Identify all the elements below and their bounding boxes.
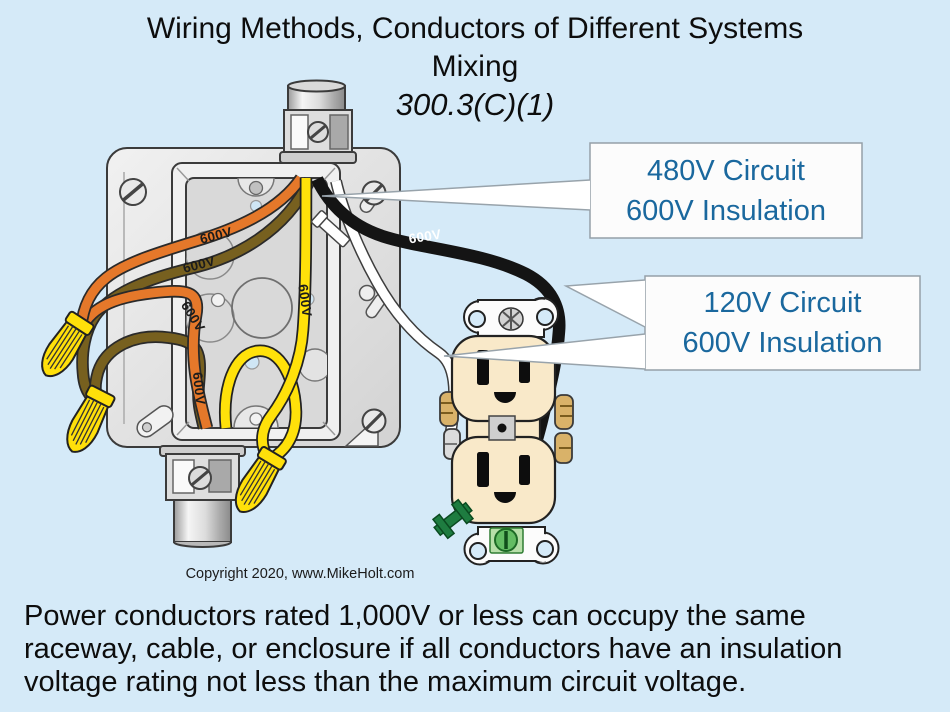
- neutral-slot: [477, 452, 489, 487]
- clamp-screw: [188, 466, 212, 490]
- mounting-screw: [498, 307, 524, 331]
- page-title-line2: Mixing: [431, 50, 519, 83]
- callout-120v-label: 120V Circuit 600V Insulation: [645, 276, 920, 370]
- callout-480v-pointer: [321, 179, 591, 211]
- brass-terminal: [554, 394, 574, 430]
- hot-slot: [519, 455, 530, 485]
- top-conduit-connector: [279, 79, 357, 164]
- center-screw-dot: [497, 423, 507, 433]
- copyright-notice: Copyright 2020, www.MikeHolt.com: [185, 566, 415, 582]
- caption-line1: Power conductors rated 1,000V or less ca…: [24, 600, 806, 632]
- strap-ear-hole: [536, 308, 554, 326]
- box-screw: [119, 178, 147, 206]
- caption-line3: voltage rating not less than the maximum…: [24, 666, 747, 698]
- callout-120v-line1: 120V Circuit: [703, 287, 862, 319]
- wire-nut-yellow-splice: [234, 446, 287, 513]
- ground-screw: [489, 527, 524, 554]
- code-reference: 300.3(C)(1): [395, 87, 555, 122]
- callout-480v-label: 480V Circuit 600V Insulation: [590, 143, 862, 238]
- callout-480v-box: [589, 142, 863, 239]
- strap-ear-hole: [468, 310, 486, 328]
- callout-120v-box: [644, 275, 921, 371]
- caption-line2: raceway, cable, or enclosure if all cond…: [24, 633, 843, 665]
- yellow-wire-loop: [219, 344, 303, 465]
- ground-clip: [431, 498, 475, 540]
- keyhole-slot: [358, 284, 376, 302]
- duplex-receptacle: [431, 297, 574, 566]
- box-screw: [361, 408, 387, 434]
- wire-nut-orange-splice: [41, 310, 95, 377]
- page-title-line1: Wiring Methods, Conductors of Different …: [146, 12, 804, 45]
- bottom-conduit-connector: [159, 445, 246, 548]
- wire-nut-brown-splice: [66, 384, 116, 453]
- yellow-wire: [256, 177, 313, 462]
- strap-ear-hole: [469, 542, 487, 560]
- orange-wire-top: [74, 174, 307, 329]
- cable-clamp: [310, 210, 351, 248]
- callout-120v-line2: 600V Insulation: [682, 327, 883, 359]
- callout-480v-line1: 480V Circuit: [647, 154, 805, 187]
- center-plate: [488, 415, 516, 441]
- orange-wire-bottom: [78, 285, 214, 430]
- clamp-screw: [307, 121, 329, 143]
- brass-terminal: [554, 432, 573, 464]
- callout-120v-pointer-black-wire: [563, 279, 646, 328]
- callout-120v-pointer-white-wire: [443, 333, 646, 370]
- callout-480v-line2: 600V Insulation: [626, 194, 826, 227]
- ground-hole: [494, 492, 516, 503]
- mounting-ear: [136, 405, 174, 438]
- ground-hole: [494, 392, 516, 403]
- strap-ear-hole: [536, 540, 554, 558]
